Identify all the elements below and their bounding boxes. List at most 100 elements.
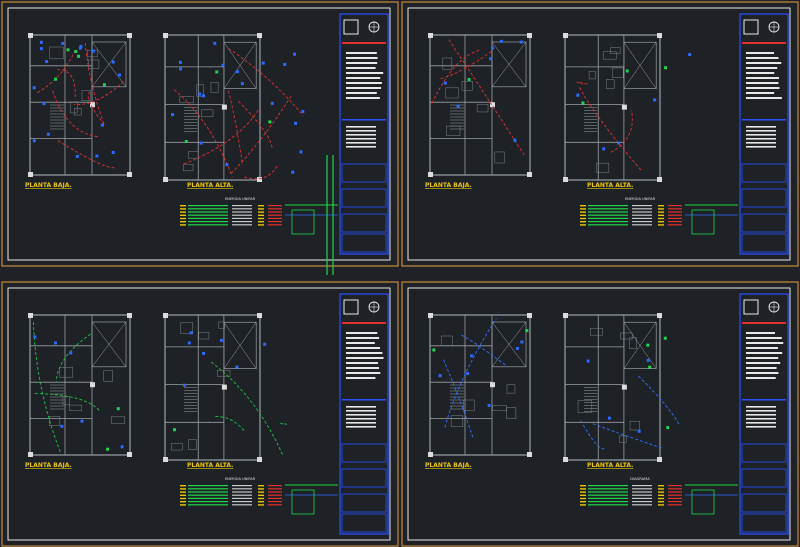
sheet-3-legend-swatch xyxy=(258,497,264,500)
sheet-3-wiring-upper-symbol xyxy=(183,383,187,387)
sheet-1-legend-swatch xyxy=(180,217,186,220)
sheet-1-wiring-ground-symbol xyxy=(39,40,43,44)
sheet-3-wiring-ground-symbol xyxy=(60,424,64,428)
sheet-1-title-block-note-line xyxy=(346,126,376,128)
sheet-4-legend-row xyxy=(632,488,652,490)
sheet-3-plan-ground-patio-x xyxy=(91,321,127,367)
sheet-1-wiring-ground-symbol xyxy=(77,54,81,58)
sheet-3-title-block-note-line xyxy=(346,418,376,420)
sheet-1-title-block-cell xyxy=(341,188,387,208)
sheet-3-title-block-note-line xyxy=(346,362,379,364)
sheet-4-plan-ground-column xyxy=(527,452,532,457)
sheet-1-legend-row xyxy=(268,208,282,210)
sheet-2-wiring-upper-symbol xyxy=(617,141,621,145)
sheet-4-title-block-note-line xyxy=(746,410,776,412)
sheet-3-legend-swatch xyxy=(180,488,186,490)
sheet-2-legend: ENERGIA UNIFAR xyxy=(580,197,682,226)
sheet-3-legend-swatch xyxy=(180,494,186,496)
sheet-2-legend-row xyxy=(668,224,682,226)
sheet-2-title-block-cell xyxy=(741,188,787,208)
sheet-4-panel xyxy=(691,489,715,515)
sheet-2-title-block-note-line xyxy=(746,146,776,148)
sheet-3-wiring-upper-circuit xyxy=(215,416,246,433)
sheet-1-plan-upper-furniture xyxy=(210,82,219,93)
sheet-4-plan-upper-furniture xyxy=(620,332,633,340)
sheet-4-legend-row xyxy=(668,485,682,487)
sheet-3-plan-upper-column xyxy=(163,457,168,462)
sheet-4-plan-upper-outline xyxy=(564,314,661,461)
sheet-3-label-ground: PLANTA BAJA. xyxy=(25,462,72,469)
sheet-4-legend-swatch xyxy=(658,488,664,490)
sheet-2-wiring-ground-symbol xyxy=(456,104,460,108)
sheet-3-title-block-note-line xyxy=(346,337,380,339)
sheet-2-legend-swatch xyxy=(580,217,586,220)
sheet-3-wiring-upper-symbol xyxy=(202,351,206,355)
sheet-2-plan-upper-column xyxy=(621,104,627,110)
sheet-1-title-block-note-line xyxy=(346,77,381,79)
sheet-2-plan-upper-furniture xyxy=(610,47,621,54)
sheet-4-legend-row xyxy=(632,504,652,506)
sheet-3-plan-upper-patio-x xyxy=(223,322,257,369)
sheet-2-wiring-ground-symbol xyxy=(491,46,495,50)
sheet-1-wiring-ground-symbol xyxy=(74,49,78,53)
sheet-1-plan-ground-column xyxy=(127,172,132,177)
sheet-3-title-block-note-line xyxy=(346,422,376,424)
sheet-3-plan-ground-furniture xyxy=(111,416,126,424)
sheet-4-plan-ground-furniture xyxy=(506,407,517,419)
sheet-2-legend-row xyxy=(632,221,652,223)
sheet-4-legend-swatch xyxy=(580,504,586,506)
sheet-1-wiring-ground-symbol xyxy=(61,41,65,45)
sheet-1-plan-upper-patio-x xyxy=(223,42,257,89)
sheet-1-legend-row xyxy=(188,221,228,223)
sheet-2-title-block-note-line xyxy=(746,87,780,89)
sheet-2-legend-swatch xyxy=(658,217,664,220)
sheet-1-plan-ground-column xyxy=(127,33,132,38)
sheet-4: PLANTA BAJA.PLANTA ALTA.DIAGRAMA xyxy=(401,281,799,547)
sheet-1-legend-row xyxy=(232,224,252,226)
sheet-1-plan-upper xyxy=(163,33,262,182)
sheet-4-plan-upper-patio-x xyxy=(623,322,657,369)
sheet-3-legend-row xyxy=(268,494,282,496)
sheet-2-title-block-frame xyxy=(739,13,789,255)
sheet-3-legend-swatch xyxy=(180,485,186,487)
sheet-4-title-block-note-line xyxy=(746,422,776,424)
sheet-3-title-block-note-line xyxy=(346,347,381,349)
sheet-1-wiring-upper-symbol xyxy=(225,163,229,167)
sheet-1-legend-row xyxy=(188,205,228,207)
sheet-2-wiring-upper-symbol xyxy=(581,101,585,105)
sheet-3-plan-upper-furniture xyxy=(188,439,197,450)
sheet-4-frame xyxy=(407,287,791,541)
sheet-2-title-block-note-line xyxy=(746,57,779,59)
sheet-3-legend-row xyxy=(188,485,228,487)
sheet-3-title-block-cell xyxy=(341,443,387,463)
sheet-2-plan-upper-patio-x xyxy=(623,42,657,89)
sheet-2-plan-ground-furniture xyxy=(442,57,453,70)
sheet-3-wiring-upper xyxy=(173,331,287,457)
sheet-4-plan-ground-column xyxy=(428,452,433,457)
sheet-3-single-line-diagram xyxy=(285,484,338,515)
sheet-2-wiring-ground-symbol xyxy=(443,81,447,85)
sheet-1-title-block-logo-box xyxy=(343,19,359,35)
sheet-4-wiring-upper-symbol xyxy=(586,359,590,363)
sheet-4-wiring-upper-circuit xyxy=(580,420,606,450)
sheet-1-wiring-upper-symbol xyxy=(184,139,188,143)
sheet-4-legend-row xyxy=(632,497,652,499)
sheet-2-panel xyxy=(691,209,715,235)
sheet-4-legend-row xyxy=(668,488,682,490)
sheet-4-legend-swatch xyxy=(658,504,664,506)
sheet-1-legend-row xyxy=(268,211,282,213)
sheet-1-title-block-note-line xyxy=(346,130,376,132)
sheet-2-legend-row xyxy=(632,205,652,207)
sheet-3-wiring-ground-symbol xyxy=(69,351,73,355)
sheet-1-wiring-ground-circuit xyxy=(52,90,98,138)
sheet-4-title-block-note-line xyxy=(746,426,776,428)
sheet-2-legend-swatch xyxy=(658,205,664,207)
sheet-4-legend-row xyxy=(588,491,628,493)
sheet-1-wiring-upper xyxy=(171,41,305,180)
sheet-3-legend-row xyxy=(188,491,228,493)
sheet-2-wiring-upper-symbol xyxy=(602,147,606,151)
sheet-3-wiring-upper-symbol xyxy=(263,342,267,346)
sheet-4-legend-swatch xyxy=(580,494,586,496)
sheet-1-plan-upper-furniture xyxy=(183,163,194,172)
sheet-1-wiring-upper-symbol xyxy=(301,110,305,114)
